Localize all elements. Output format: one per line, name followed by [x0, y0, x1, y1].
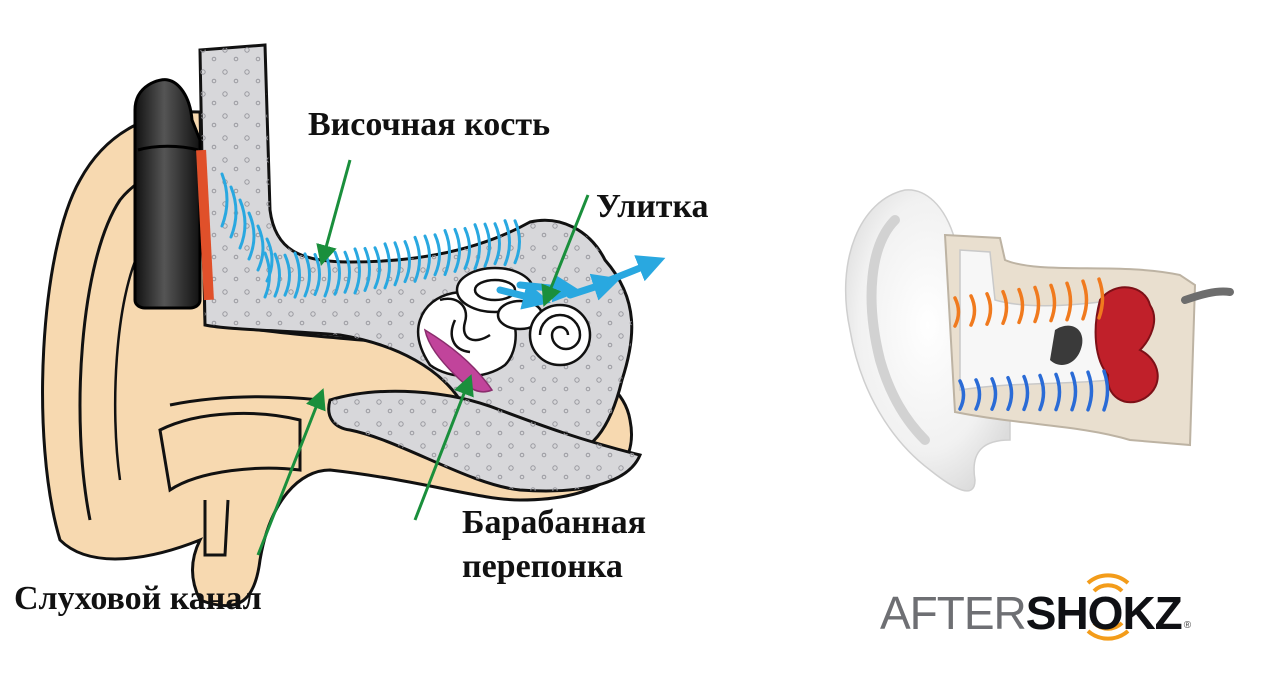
- wave-arc: [1070, 371, 1078, 412]
- wave-arc: [443, 229, 451, 277]
- wave-arc: [383, 242, 391, 290]
- wave-arc: [313, 253, 321, 297]
- wave-arc: [1001, 289, 1009, 326]
- wave-arc: [1065, 281, 1073, 322]
- wave-arc: [373, 246, 381, 290]
- wave-arc: [473, 223, 481, 271]
- wave-arc: [229, 185, 238, 239]
- sound-waves-orange: [953, 277, 1105, 328]
- wave-arc: [483, 222, 491, 268]
- brand-logo-part1: AFTER: [880, 587, 1027, 639]
- lobe-notch: [203, 499, 230, 557]
- wave-arc: [969, 294, 977, 327]
- wave-arc: [353, 247, 361, 295]
- contact-pad: [196, 149, 214, 301]
- temporal-bone-texture: [200, 45, 632, 455]
- wave-arc: [1081, 279, 1089, 321]
- wave-arc: [958, 379, 966, 411]
- vibration-waves: [220, 172, 521, 299]
- ossicles-dark: [1050, 325, 1083, 365]
- eardrum: [423, 328, 494, 393]
- label-eardrum-line1: Барабанная: [462, 504, 646, 541]
- wave-arc: [493, 222, 501, 266]
- arrow-eardrum: [413, 374, 474, 521]
- wave-arc: [453, 227, 461, 273]
- wave-arc: [343, 250, 351, 294]
- wave-arc: [263, 251, 271, 299]
- wave-arc: [303, 252, 311, 298]
- wave-arc: [953, 296, 961, 328]
- wave-arc: [503, 219, 511, 267]
- ear-canal: [169, 395, 321, 407]
- ear-fold: [866, 215, 930, 445]
- label-eardrum-line2: перепонка: [462, 548, 623, 585]
- arrow-temporal: [316, 159, 352, 267]
- wave-arc: [974, 378, 982, 411]
- wave-arc: [1086, 370, 1094, 412]
- pinna-fold: [113, 249, 142, 481]
- wave-arc: [256, 224, 265, 272]
- wave-arc: [433, 233, 441, 277]
- wave-arc: [220, 172, 229, 228]
- pointer-arrows: [256, 159, 590, 556]
- label-cochlea: Улитка: [596, 188, 709, 225]
- arrow-cochlea: [541, 194, 590, 307]
- wave-arc: [1054, 372, 1062, 412]
- wave-arc: [463, 226, 471, 270]
- inner-ear-red: [1094, 286, 1159, 404]
- wave-arc: [403, 240, 411, 284]
- wave-arc: [293, 251, 301, 299]
- headphone-cable: [1181, 287, 1234, 304]
- label-ear-canal: Слуховой канал: [14, 580, 262, 617]
- wave-arc: [1017, 287, 1025, 325]
- rendered-ear-illustration: [844, 189, 1234, 492]
- wave-arc: [1102, 369, 1110, 412]
- wave-arc: [423, 234, 431, 280]
- wave-arc: [238, 198, 247, 250]
- wave-arc: [283, 253, 291, 297]
- wave-arc: [1097, 277, 1105, 320]
- wave-arc: [1006, 375, 1014, 412]
- ear-cross-section: [41, 43, 666, 608]
- arrow-canal: [256, 388, 326, 556]
- wave-arc: [413, 235, 421, 283]
- brand-registered-mark: ®: [1183, 620, 1191, 631]
- wave-arc: [247, 211, 256, 261]
- inner-ear: [455, 266, 592, 367]
- label-temporal-bone: Височная кость: [308, 106, 551, 143]
- wave-arc: [393, 241, 401, 287]
- wave-arc: [1022, 374, 1030, 412]
- wave-arc: [513, 219, 521, 265]
- wave-arc: [363, 246, 371, 292]
- wave-arc: [990, 377, 998, 411]
- brand-logo-part2: SHOKZ: [1025, 587, 1183, 639]
- wave-arc: [1049, 283, 1057, 323]
- wave-arc: [273, 252, 281, 298]
- ossicles: [439, 297, 491, 354]
- sound-waves-blue: [958, 369, 1110, 412]
- brand-logo-arcs-icon: [1086, 573, 1130, 641]
- wave-arc: [1038, 373, 1046, 412]
- canal-bone-texture: [328, 391, 640, 491]
- wave-arc: [1033, 285, 1041, 324]
- bone-conduction-transducer: [133, 78, 214, 310]
- wave-arc: [985, 292, 993, 326]
